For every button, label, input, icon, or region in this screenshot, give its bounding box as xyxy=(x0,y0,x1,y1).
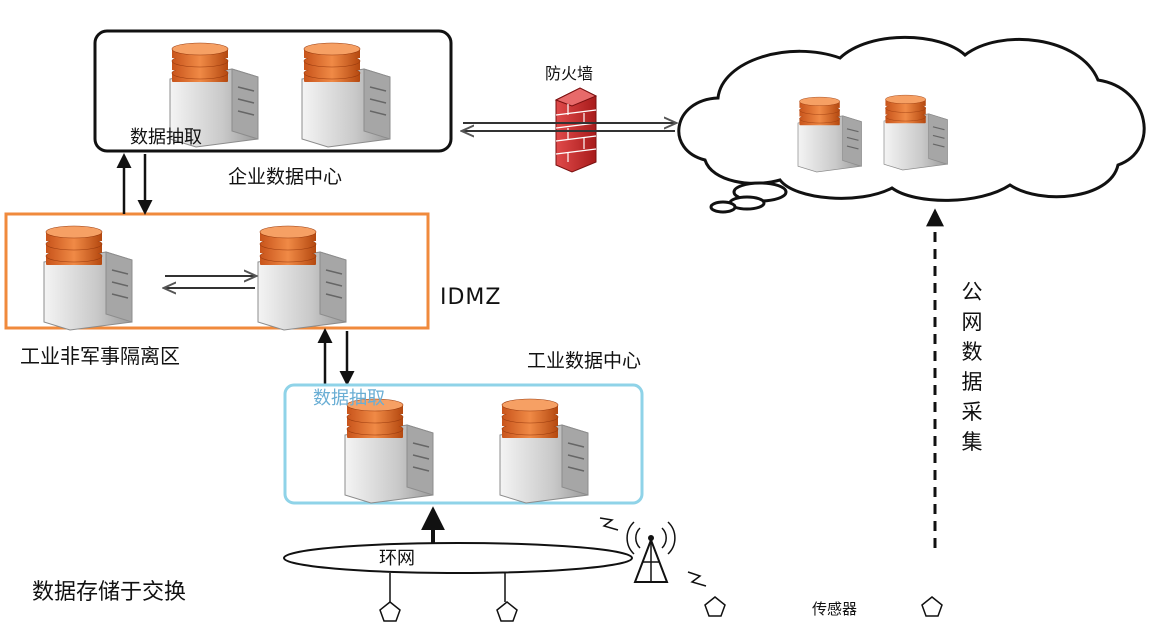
ring-sensor-1-icon xyxy=(379,601,401,622)
public-collection-char: 网 xyxy=(961,310,983,334)
storage-exchange-label: 数据存储于交换 xyxy=(32,580,187,605)
enterprise-extract-label: 数据抽取 xyxy=(130,127,202,148)
public-collection-label: 公 网 数 据 采 集 xyxy=(960,277,984,457)
wireless-sensor-icon xyxy=(704,596,726,617)
firewall-label: 防火墙 xyxy=(545,64,594,83)
ring-sensor-2-icon xyxy=(496,601,518,622)
cloud-puff-small xyxy=(709,200,737,214)
public-collection-char: 数 xyxy=(961,340,983,364)
ring-network-ellipse xyxy=(283,542,633,574)
wireless-signal-upper-icon xyxy=(599,517,619,531)
ring-network-label: 环网 xyxy=(379,548,415,569)
enterprise-datacenter-title: 企业数据中心 xyxy=(228,166,343,188)
sensor-icon xyxy=(921,596,943,617)
sensor-label: 传感器 xyxy=(812,600,858,618)
public-collection-char: 据 xyxy=(961,370,983,394)
wireless-signal-lower-icon xyxy=(687,571,707,587)
public-collection-char: 采 xyxy=(961,400,983,424)
idmz-zone-label: 工业非军事隔离区 xyxy=(20,344,180,368)
industrial-extract-label: 数据抽取 xyxy=(313,388,385,409)
public-collection-char: 集 xyxy=(961,430,983,454)
idmz-label: IDMZ xyxy=(440,285,502,310)
wireless-tower-icon xyxy=(626,521,676,583)
industrial-datacenter-title: 工业数据中心 xyxy=(527,350,642,372)
public-collection-char: 公 xyxy=(961,280,983,304)
